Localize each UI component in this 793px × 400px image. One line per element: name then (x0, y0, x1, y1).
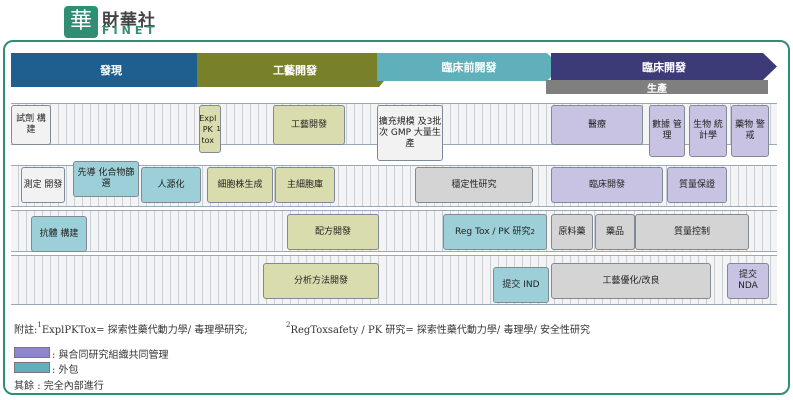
notes-prefix: 附註: (14, 325, 38, 336)
submit-ind-box: 提交 IND (493, 267, 549, 303)
phase-preclinical: 臨床前開發 (377, 53, 561, 81)
logo-english-name: FINET (102, 24, 158, 37)
clinical-development-box: 臨床開發 (551, 167, 663, 203)
antibody-construction-box: 抗體 構建 (31, 216, 87, 252)
note2-marker: 2 (286, 321, 291, 329)
formulation-development-box: 配方開發 (287, 214, 379, 250)
note1-marker: 1 (37, 321, 42, 329)
submit-nda-box: 提交 NDA (727, 263, 769, 299)
scale-up-gmp-box: 擴充規模 及3批次 GMP 大量生產 (377, 105, 443, 161)
phase-discovery-label: 發現 (100, 64, 122, 77)
quality-control-box: 質量控制 (635, 214, 749, 250)
data-management-box: 數據 管理 (649, 105, 685, 157)
phase-preclinical-label: 臨床前開發 (441, 61, 497, 74)
production-bar: 生產 (546, 80, 768, 95)
process-optimization-box: 工藝優化/改良 (551, 263, 711, 299)
reg-tox-pk-study-footnote: 2 (530, 227, 535, 236)
legend-other-label: 其餘 (14, 381, 34, 392)
note1-text: ExplPKTox= 探索性藥代動力學/ 毒理學研究; (41, 325, 248, 336)
footnote-2: 2RegToxsafety / PK 研究= 探索性藥代動力學/ 毒理學/ 安全… (286, 321, 590, 336)
medical-box: 醫療 (551, 105, 643, 145)
process-development-box: 工藝開發 (273, 105, 345, 145)
biostatistics-box: 生物 統計學 (689, 105, 727, 157)
expl-pk-tox-footnote: 1 (216, 124, 221, 133)
cell-line-generation-box: 細胞株生成 (207, 167, 273, 203)
legend-label-cro-comanaged: : 與合同研究組織共同管理 (52, 350, 169, 361)
legend-swatch-outsourced (14, 362, 50, 373)
assay-development-box: 測定 開發 (21, 167, 65, 203)
quality-assurance-box: 質量保證 (667, 167, 727, 203)
expl-pk-tox-label: Expl PK tox (199, 113, 217, 145)
reg-tox-pk-study-label: Reg Tox / PK 研究 (455, 226, 531, 237)
legend-label-outsourced: : 外包 (52, 365, 79, 376)
phase-discovery: 發現 (11, 53, 211, 87)
legend-other-text: : 完全內部進行 (37, 381, 104, 392)
stability-study-box: 穩定性研究 (415, 167, 533, 203)
phase-process-development-label: 工藝開發 (273, 64, 317, 77)
logo-chinese-name: 財華社 (102, 11, 156, 31)
master-cell-bank-box: 主細胞庫 (275, 167, 335, 203)
pharmacovigilance-box: 藥物 警戒 (731, 105, 769, 157)
phase-clinical: 臨床開發 (551, 53, 777, 80)
phase-clinical-label: 臨床開發 (642, 60, 686, 74)
lead-compound-screening-box: 先導 化合物篩選 (73, 161, 139, 197)
drug-product-box: 藥品 (595, 214, 635, 250)
footnotes: 附註:1ExplPKTox= 探索性藥代動力學/ 毒理學研究; (14, 321, 248, 336)
reagent-construction-box: 試劑 構建 (11, 105, 51, 145)
note2-text: RegToxsafety / PK 研究= 探索性藥代動力學/ 毒理學/ 安全性… (290, 325, 591, 336)
logo-mark: 華 (64, 6, 98, 38)
humanization-box: 人源化 (141, 167, 201, 203)
phase-process-development: 工藝開發 (197, 53, 393, 87)
api-box: 原料藥 (551, 214, 593, 250)
diagram-frame (3, 40, 790, 395)
analytical-method-development-box: 分析方法開發 (263, 263, 379, 299)
legend-other: 其餘 : 完全內部進行 (14, 377, 104, 392)
legend-swatch-cro-comanaged (14, 347, 50, 358)
